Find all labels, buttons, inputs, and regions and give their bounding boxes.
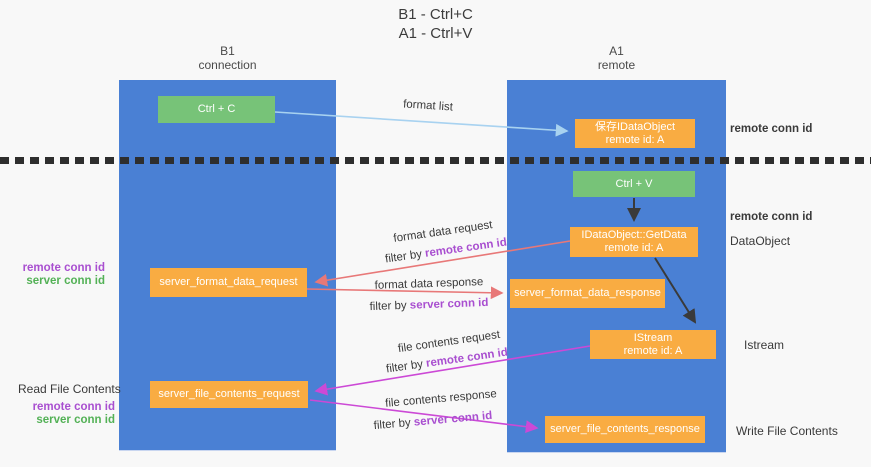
filter-prefix-2: filter by (369, 299, 411, 314)
label-file-contents-response: file contents response (384, 388, 498, 410)
annotation-read-file-contents: Read File Contents (18, 382, 121, 396)
node-istream-line1: IStream (633, 331, 673, 344)
node-save-idataobject: 保存IDataObject remote id: A (575, 119, 695, 148)
annotation-write-file-contents: Write File Contents (736, 424, 838, 438)
node-ctrl-v: Ctrl + V (573, 171, 695, 197)
node-save-idataobject-line2: remote id: A (605, 133, 665, 146)
node-file-request-label: server_file_contents_request (158, 388, 300, 400)
title-line-2: A1 - Ctrl+V (398, 25, 473, 42)
node-save-idataobject-line1: 保存IDataObject (594, 120, 676, 133)
lane-a1-title: A1 (609, 44, 624, 58)
annotation-dataobject: DataObject (730, 234, 791, 248)
left1-remote-conn-id: remote conn id (22, 262, 105, 274)
filter-value-server-1: server conn id (409, 296, 489, 312)
node-ctrl-c: Ctrl + C (158, 96, 275, 123)
left2-remote-conn-id: remote conn id (32, 401, 115, 413)
label-filter-server-2: filter by server conn id (373, 410, 492, 432)
node-getdata-line2: remote id: A (604, 242, 664, 254)
title-line-1: B1 - Ctrl+C (398, 6, 473, 23)
node-istream: IStream remote id: A (590, 330, 716, 359)
node-server-format-data-response: server_format_data_response (510, 279, 665, 308)
annotation-remote-conn-id-top: remote conn id (730, 123, 813, 135)
node-ctrl-v-label: Ctrl + V (615, 177, 653, 190)
node-format-response-label: server_format_data_response (514, 287, 661, 299)
annotation-left-conn-ids-1: remote conn id server conn id (20, 262, 105, 288)
filter-value-remote-1: remote conn id (424, 236, 508, 260)
node-idataobject-getdata: IDataObject::GetData remote id: A (570, 227, 698, 257)
label-format-list: format list (402, 98, 454, 114)
node-format-request-label: server_format_data_request (159, 276, 298, 288)
node-file-response-label: server_file_contents_response (550, 423, 700, 435)
node-istream-line2: remote id: A (623, 344, 683, 357)
left2-server-conn-id: server conn id (36, 414, 115, 426)
diagram-title: B1 - Ctrl+C A1 - Ctrl+V (0, 5, 871, 43)
left1-server-conn-id: server conn id (26, 275, 105, 287)
filter-prefix-1: filter by (384, 247, 426, 266)
node-getdata-line1: IDataObject::GetData (581, 229, 687, 241)
label-format-data-response: format data response (374, 276, 484, 292)
lane-header-b1: B1 connection (119, 44, 336, 72)
filter-value-server-2: server conn id (413, 409, 493, 429)
filter-prefix-3: filter by (385, 357, 427, 376)
node-server-file-contents-request: server_file_contents_request (150, 381, 308, 408)
annotation-remote-conn-id-mid: remote conn id (730, 211, 813, 223)
annotation-istream: Istream (744, 338, 785, 352)
lane-b1-subtitle: connection (198, 58, 257, 72)
label-filter-server-1: filter by server conn id (369, 297, 488, 313)
lane-header-a1: A1 remote (507, 44, 726, 72)
lane-b1-title: B1 (220, 44, 235, 58)
node-server-file-contents-response: server_file_contents_response (545, 416, 705, 443)
filter-prefix-4: filter by (373, 416, 415, 433)
node-ctrl-c-label: Ctrl + C (197, 103, 236, 115)
annotation-left-read-block: Read File Contents remote conn id server… (18, 382, 121, 427)
lane-a1-subtitle: remote (597, 58, 636, 72)
node-server-format-data-request: server_format_data_request (150, 268, 307, 297)
dashed-separator (0, 157, 871, 164)
filter-value-remote-2: remote conn id (425, 346, 509, 370)
